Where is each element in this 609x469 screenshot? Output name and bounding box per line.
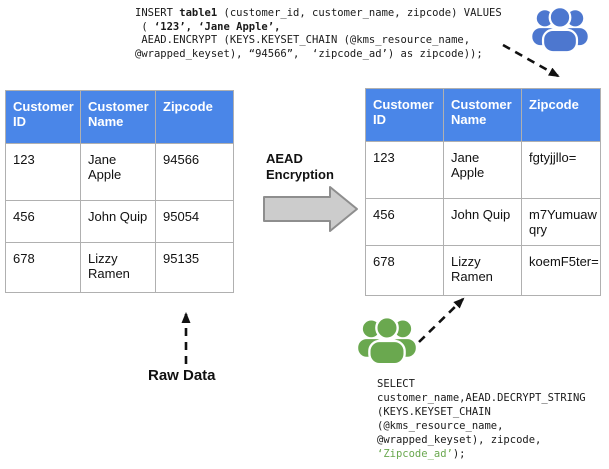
column-header: Zipcode bbox=[521, 88, 601, 142]
users-green-icon bbox=[358, 316, 416, 366]
table-cell: 95135 bbox=[155, 242, 234, 293]
table-cell: koemF5ter= bbox=[521, 245, 601, 296]
table-cell: 123 bbox=[365, 141, 444, 199]
column-header: Customer ID bbox=[5, 90, 81, 144]
table-cell: John Quip bbox=[80, 200, 156, 243]
code-line: AEAD.ENCRYPT (KEYS.KEYSET_CHAIN (@kms_re… bbox=[135, 34, 471, 46]
code-line: (@kms_resource_name, bbox=[377, 420, 504, 432]
table-cell: Jane Apple bbox=[80, 143, 156, 201]
table-cell: 123 bbox=[5, 143, 81, 201]
column-header: Customer Name bbox=[443, 88, 522, 142]
code-line: ‘Zipcode_ad’); bbox=[377, 448, 466, 460]
table-header-row: Customer ID Customer Name Zipcode bbox=[5, 90, 234, 144]
table-cell: John Quip bbox=[443, 198, 522, 246]
aead-encryption-label: AEAD Encryption bbox=[266, 151, 334, 183]
table-cell: Jane Apple bbox=[443, 141, 522, 199]
table-cell: m7Yumuaw qry bbox=[521, 198, 601, 246]
table-cell: 678 bbox=[365, 245, 444, 296]
code-line: SELECT bbox=[377, 378, 415, 390]
table-cell: fgtyjjllo= bbox=[521, 141, 601, 199]
table-cell: Lizzy Ramen bbox=[443, 245, 522, 296]
table-row: 123 Jane Apple fgtyjjllo= bbox=[365, 141, 601, 199]
users-blue-icon bbox=[532, 6, 588, 54]
encryption-arrow bbox=[263, 186, 358, 232]
code-line: INSERT table1 (customer_id, customer_nam… bbox=[135, 7, 502, 19]
encrypted-data-table: Customer ID Customer Name Zipcode 123 Ja… bbox=[365, 88, 601, 296]
table-row: 678 Lizzy Ramen 95135 bbox=[5, 242, 234, 293]
select-query-code: SELECT customer_name,AEAD.DECRYPT_STRING… bbox=[377, 377, 586, 461]
code-line: @wrapped_keyset), zipcode, bbox=[377, 434, 542, 446]
table-row: 123 Jane Apple 94566 bbox=[5, 143, 234, 201]
highlighted-argument: ‘Zipcode_ad’ bbox=[377, 448, 453, 460]
table-row: 456 John Quip m7Yumuaw qry bbox=[365, 198, 601, 246]
table-row: 456 John Quip 95054 bbox=[5, 200, 234, 243]
table-cell: 456 bbox=[365, 198, 444, 246]
dashed-arrow-select-to-encrypted-table bbox=[418, 297, 465, 343]
aead-label-line1: AEAD bbox=[266, 151, 303, 166]
table-cell: 95054 bbox=[155, 200, 234, 243]
code-line: customer_name,AEAD.DECRYPT_STRING bbox=[377, 392, 586, 404]
column-header: Customer Name bbox=[80, 90, 156, 144]
table-cell: 456 bbox=[5, 200, 81, 243]
insert-query-code: INSERT table1 (customer_id, customer_nam… bbox=[135, 7, 502, 61]
raw-data-label: Raw Data bbox=[148, 367, 216, 384]
code-line: @wrapped_keyset), “94566”, ‘zipcode_ad’)… bbox=[135, 47, 483, 60]
code-line: ( ‘123’, ‘Jane Apple’, bbox=[135, 20, 281, 33]
column-header: Zipcode bbox=[155, 90, 234, 144]
aead-label-line2: Encryption bbox=[266, 167, 334, 182]
table-cell: Lizzy Ramen bbox=[80, 242, 156, 293]
table-cell: 94566 bbox=[155, 143, 234, 201]
table-cell: 678 bbox=[5, 242, 81, 293]
raw-data-table: Customer ID Customer Name Zipcode 123 Ja… bbox=[5, 90, 234, 293]
code-line: (KEYS.KEYSET_CHAIN bbox=[377, 406, 491, 418]
column-header: Customer ID bbox=[365, 88, 444, 142]
table-row: 678 Lizzy Ramen koemF5ter= bbox=[365, 245, 601, 296]
table-header-row: Customer ID Customer Name Zipcode bbox=[365, 88, 601, 142]
